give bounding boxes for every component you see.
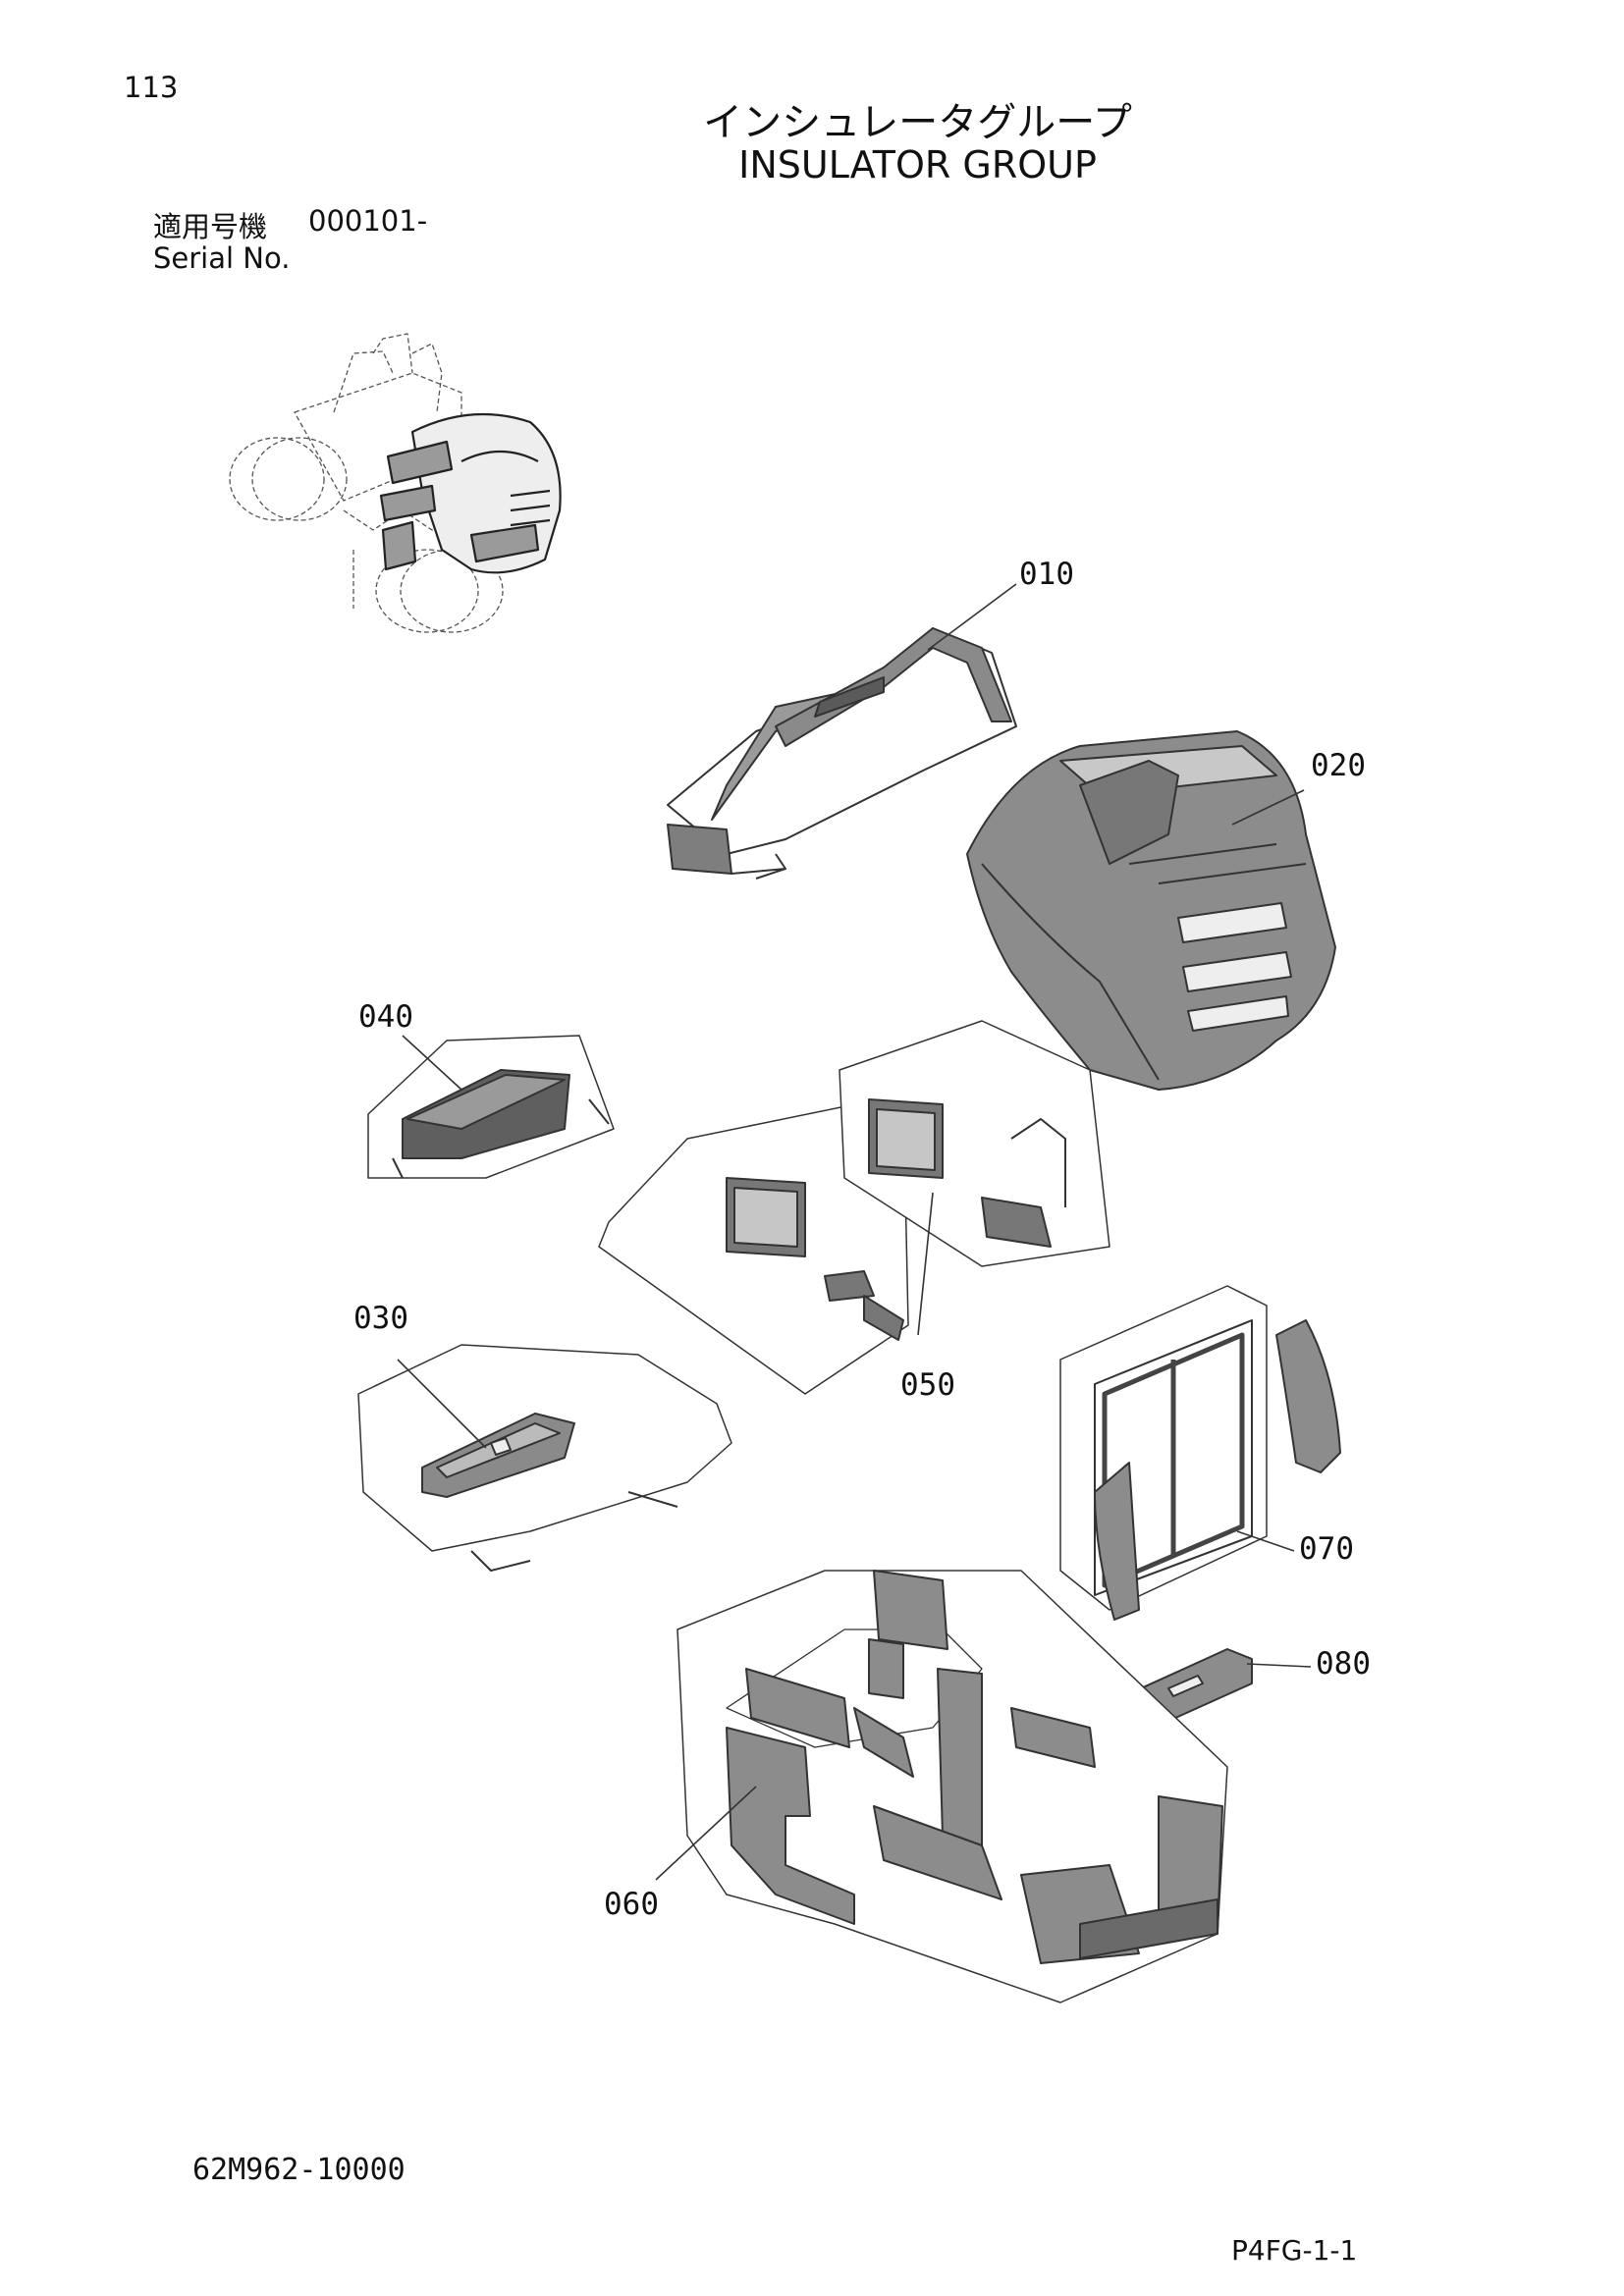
page-title: INSULATOR GROUP (738, 143, 1097, 187)
part-020-insulator (966, 730, 1336, 1091)
callout-leader-lines (397, 583, 1312, 1881)
callout-label-030: 030 (353, 1301, 408, 1336)
part-030-insulator (357, 1344, 732, 1572)
part-060-insulator (677, 1570, 1228, 2003)
callout-label-010: 010 (1019, 557, 1074, 592)
callout-label-080: 080 (1316, 1646, 1371, 1682)
callout-label-040: 040 (358, 999, 413, 1035)
serial-label: Serial No. (153, 241, 291, 275)
page-title-japanese: インシュレータグループ (703, 100, 1132, 145)
part-050-insulator (598, 1020, 1110, 1395)
callout-label-060: 060 (604, 1887, 659, 1922)
part-070-insulator (1059, 1285, 1341, 1621)
serial-number-value: 000101- (308, 204, 428, 238)
part-010-insulator (667, 627, 1017, 880)
drawing-number: 62M962-10000 (192, 2153, 406, 2187)
serial-label-japanese: 適用号機 (153, 210, 268, 243)
callout-label-020: 020 (1311, 748, 1366, 783)
page-code: P4FG-1-1 (1231, 2234, 1358, 2267)
machine-overview-highlight (379, 412, 562, 574)
page-number: 113 (124, 71, 179, 104)
part-040-insulator (367, 1035, 615, 1179)
callout-label-050: 050 (900, 1367, 955, 1403)
callout-label-070: 070 (1299, 1531, 1354, 1567)
